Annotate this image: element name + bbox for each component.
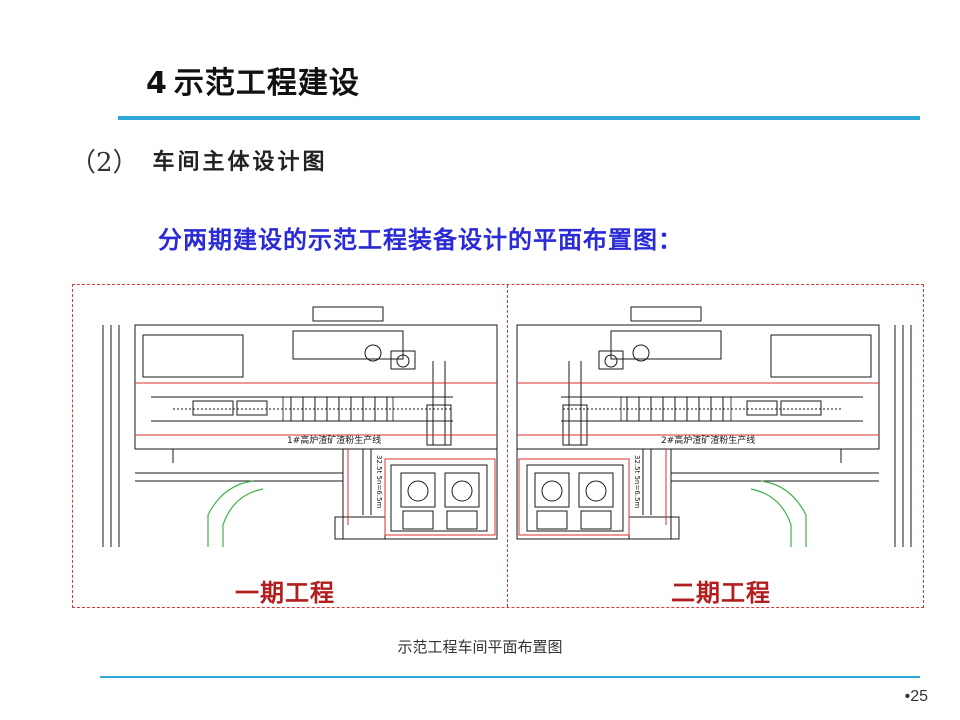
line1-label: 1#高炉渣矿渣粉生产线 bbox=[287, 434, 381, 446]
subheading-number: （2） bbox=[70, 147, 139, 178]
phase2-dimension-text: 32.5t 5n=6.5m bbox=[633, 455, 641, 508]
footer-divider bbox=[100, 676, 920, 678]
lead-text: 分两期建设的示范工程装备设计的平面布置图： bbox=[158, 226, 683, 254]
phase1-label: 一期工程 bbox=[235, 579, 335, 607]
phase1-dimension-text: 32.5t 5n=6.5m bbox=[375, 455, 383, 508]
phase1-red-lines bbox=[135, 382, 497, 536]
layout-drawing-frame: 1#高炉渣矿渣粉生产线 2#高炉渣矿渣粉生产线 32.5t 5n=6.5m 32… bbox=[72, 284, 924, 608]
figure-caption: 示范工程车间平面布置图 bbox=[397, 638, 563, 656]
slide-title-text: 示范工程建设 bbox=[173, 66, 360, 101]
phase2-red-lines bbox=[517, 382, 879, 536]
phase2-green-road bbox=[750, 480, 807, 547]
phase1-plan bbox=[102, 306, 498, 547]
line2-label: 2#高炉渣矿渣粉生产线 bbox=[661, 434, 755, 446]
phase2-label: 二期工程 bbox=[671, 579, 771, 607]
subheading-text: 车间主体设计图 bbox=[152, 150, 328, 175]
phase1-green-road bbox=[207, 480, 264, 547]
phase2-plan bbox=[516, 306, 912, 547]
title-divider bbox=[118, 116, 920, 120]
page-number: •25 bbox=[904, 688, 928, 705]
plant-floor-plan: 1#高炉渣矿渣粉生产线 2#高炉渣矿渣粉生产线 32.5t 5n=6.5m 32… bbox=[102, 306, 912, 547]
phase-divider bbox=[507, 285, 508, 607]
section-subheading: （2） 车间主体设计图 bbox=[70, 140, 328, 180]
slide-title-number: 4 bbox=[146, 66, 168, 101]
